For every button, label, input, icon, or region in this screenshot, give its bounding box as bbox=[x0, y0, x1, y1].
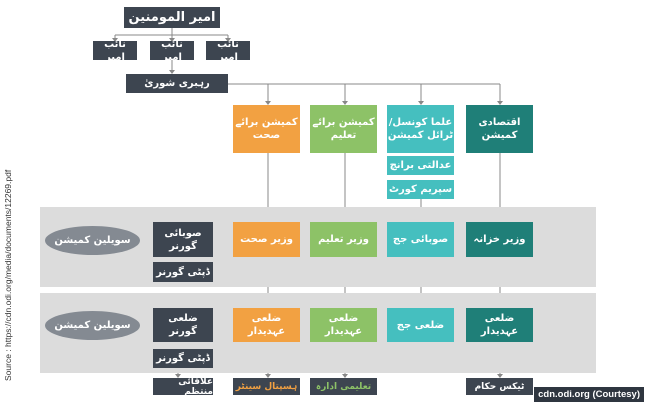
district-deputy-governor-box: ڈپٹی گورنر bbox=[153, 349, 213, 368]
education-minister-box: وزیر تعلیم bbox=[310, 222, 377, 257]
amir-box: امیر المومنین bbox=[124, 7, 220, 28]
district-civilian-commission: سویلین کمیشن bbox=[45, 311, 140, 340]
district-health-official-box: ضلعی عہدیدار bbox=[233, 308, 300, 342]
provincial-civilian-commission: سویلین کمیشن bbox=[45, 226, 140, 255]
deputy-box-2: نائب امیر bbox=[150, 39, 194, 63]
finance-minister-box: وزیر خزانہ bbox=[466, 222, 533, 257]
credit-badge: cdn.odi.org (Courtesy) bbox=[534, 387, 644, 402]
provincial-judge-box: صوبائی جج bbox=[387, 222, 454, 257]
education-institution-label: تعلیمی ادارہ bbox=[310, 378, 377, 395]
hospital-center-label: ہسپتال سینٹر bbox=[233, 378, 300, 395]
judicial-branch-box: عدالتی برانچ bbox=[387, 156, 454, 175]
tax-authority-label: ٹیکس حکام bbox=[466, 378, 533, 395]
shura-box: رہبری شوریٰ bbox=[126, 74, 228, 93]
ulema-council: علما کونسل/ ٹرائل کمیشن bbox=[387, 105, 454, 153]
economic-commission: اقتصادی کمیشن bbox=[466, 105, 533, 153]
district-governor-box: ضلعی گورنر bbox=[153, 308, 213, 342]
district-education-official-box: ضلعی عہدیدار bbox=[310, 308, 377, 342]
supreme-court-box: سپریم کورٹ bbox=[387, 180, 454, 199]
provincial-deputy-governor-box: ڈپٹی گورنر bbox=[153, 262, 213, 282]
source-caption: Source : https://cdn.odi.org/media/docum… bbox=[3, 169, 13, 381]
provincial-governor-box: صوبائی گورنر bbox=[153, 222, 213, 257]
deputy-box-3: نائب امیر bbox=[206, 39, 250, 63]
area-administrator-label: علاقائی منتظم bbox=[153, 377, 213, 397]
health-minister-box: وزیر صحت bbox=[233, 222, 300, 257]
health-commission: کمیشن برائے صحت bbox=[233, 105, 300, 153]
deputy-box-1: نائب امیر bbox=[93, 39, 137, 63]
district-finance-official-box: ضلعی عہدیدار bbox=[466, 308, 533, 342]
education-commission: کمیشن برائے تعلیم bbox=[310, 105, 377, 153]
district-judge-box: ضلعی جج bbox=[387, 308, 454, 342]
